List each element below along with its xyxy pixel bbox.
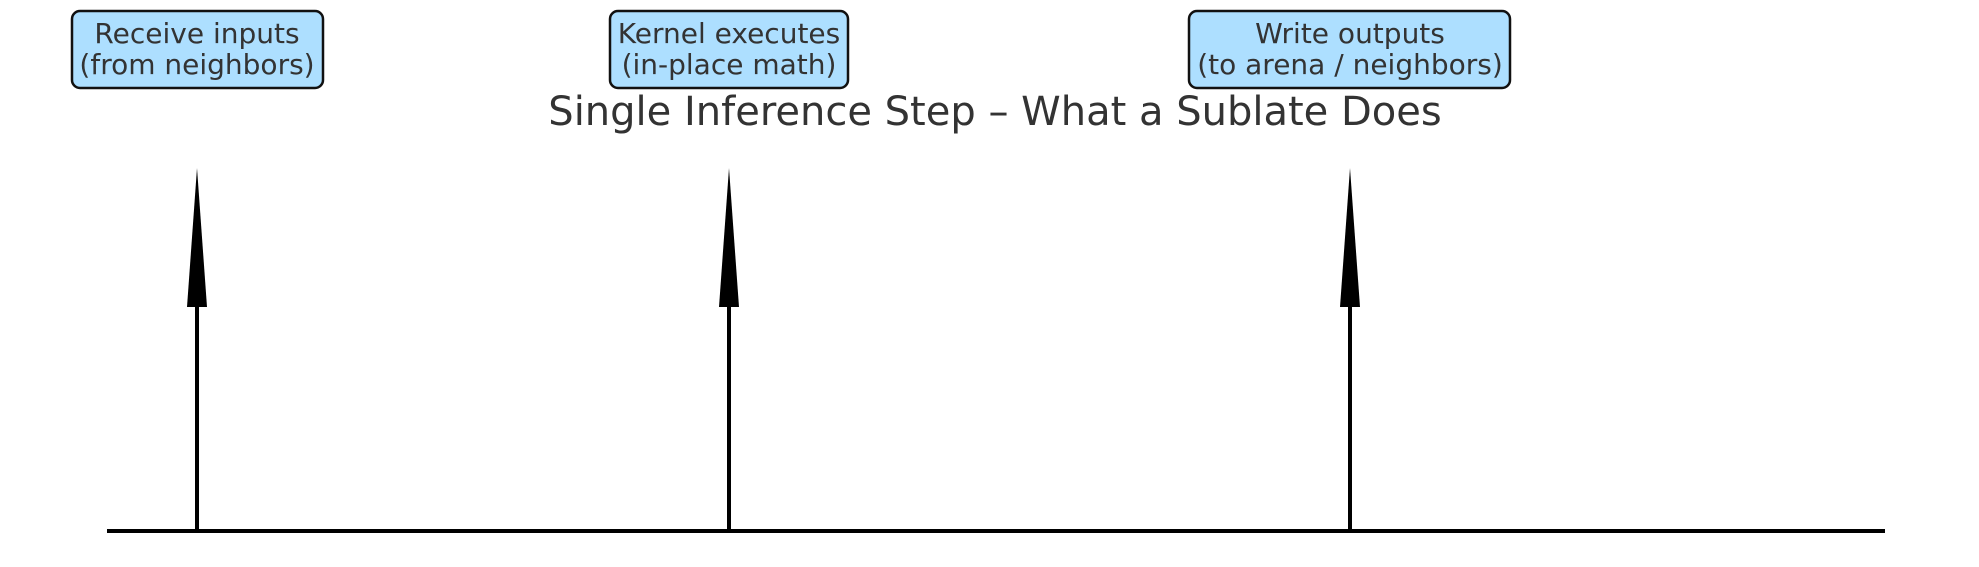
diagram-title: Single Inference Step – What a Sublate D…: [548, 89, 1441, 135]
step-label-line2: (from neighbors): [79, 48, 314, 81]
step-label-box: [608, 9, 850, 90]
step-label-line1: Write outputs: [1255, 17, 1445, 50]
arrow-up-icon: [187, 168, 207, 307]
step-label-line1: Receive inputs: [94, 17, 299, 50]
step-label-line2: (to arena / neighbors): [1197, 48, 1503, 81]
step-label-box: [1187, 9, 1512, 90]
step-receive-inputs: Receive inputs (from neighbors): [70, 9, 325, 531]
step-label-line2: (in-place math): [622, 48, 837, 81]
step-label-box: [70, 9, 325, 90]
arrow-up-icon: [1340, 168, 1360, 307]
step-kernel-executes: Kernel executes (in-place math): [608, 9, 850, 531]
step-write-outputs: Write outputs (to arena / neighbors): [1187, 9, 1512, 531]
step-label-line1: Kernel executes: [618, 17, 840, 50]
arrow-up-icon: [719, 168, 739, 307]
